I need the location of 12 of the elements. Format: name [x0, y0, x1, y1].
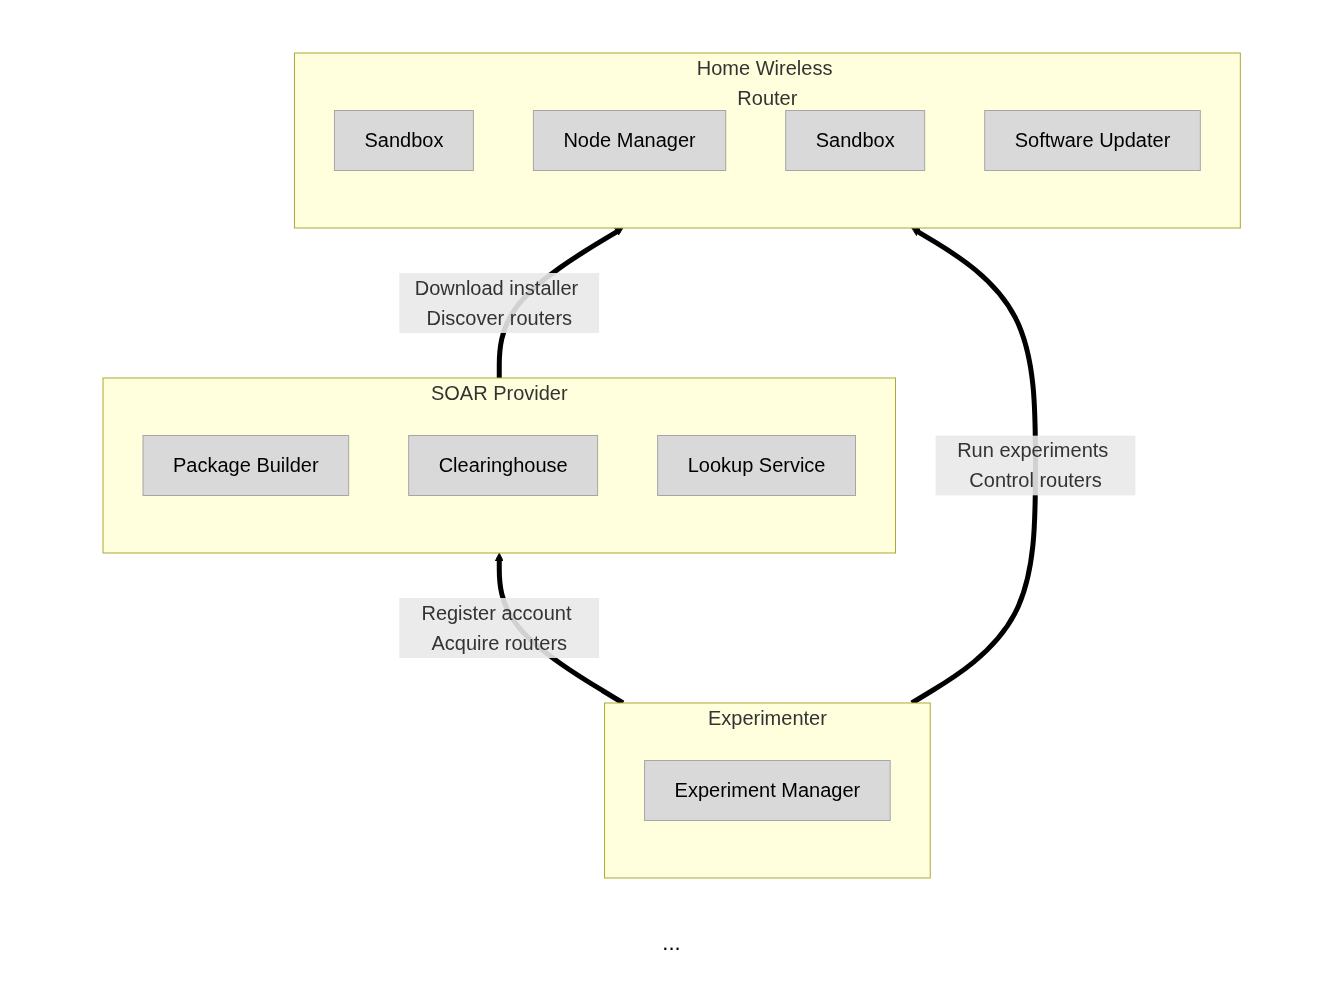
edge-label: Download installer Discover routers [414, 276, 579, 329]
node-box: Clearinghouse [408, 434, 598, 496]
node-box: Sandbox [333, 109, 474, 171]
edge-label: Register account Acquire routers [421, 601, 572, 654]
node-box: Package Builder [142, 434, 349, 496]
note-text: ... [662, 930, 681, 956]
node-box: Software Updater [984, 109, 1201, 171]
node-box: Node Manager [532, 109, 727, 171]
node-box: Experiment Manager [643, 759, 891, 821]
node-box: Sandbox [785, 109, 925, 171]
edge-label: Run experiments Control routers [956, 438, 1109, 491]
node-box: Lookup Service [656, 434, 856, 496]
